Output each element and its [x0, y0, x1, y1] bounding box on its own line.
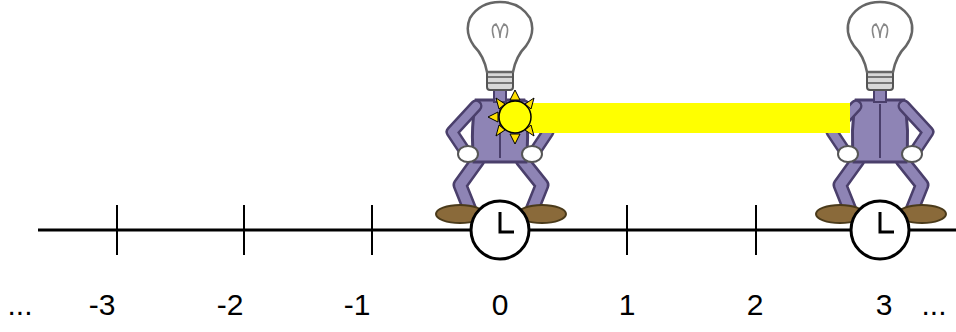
axis-label: 1: [619, 288, 636, 322]
tick-mark: [243, 205, 245, 255]
flash-ray: [488, 112, 498, 122]
axis-label: 3: [876, 288, 893, 322]
light-flash: [488, 90, 534, 144]
flash-core: [499, 101, 531, 133]
tick-mark: [371, 205, 373, 255]
flash-ray: [510, 90, 520, 100]
axis-label: 0: [492, 288, 509, 322]
axis-label: -2: [217, 288, 244, 322]
tick-mark: [116, 205, 118, 255]
axis-label: ...: [7, 288, 32, 322]
light-beam: [528, 103, 850, 133]
axis-label: -1: [344, 288, 371, 322]
clock-symbol: [851, 201, 909, 259]
clock-symbol: [471, 201, 529, 259]
axis-label: 2: [747, 288, 764, 322]
flash-ray: [510, 134, 520, 144]
axis-label: -3: [89, 288, 116, 322]
axis-label: ...: [921, 288, 946, 322]
tick-mark: [626, 205, 628, 255]
tick-mark: [755, 205, 757, 255]
